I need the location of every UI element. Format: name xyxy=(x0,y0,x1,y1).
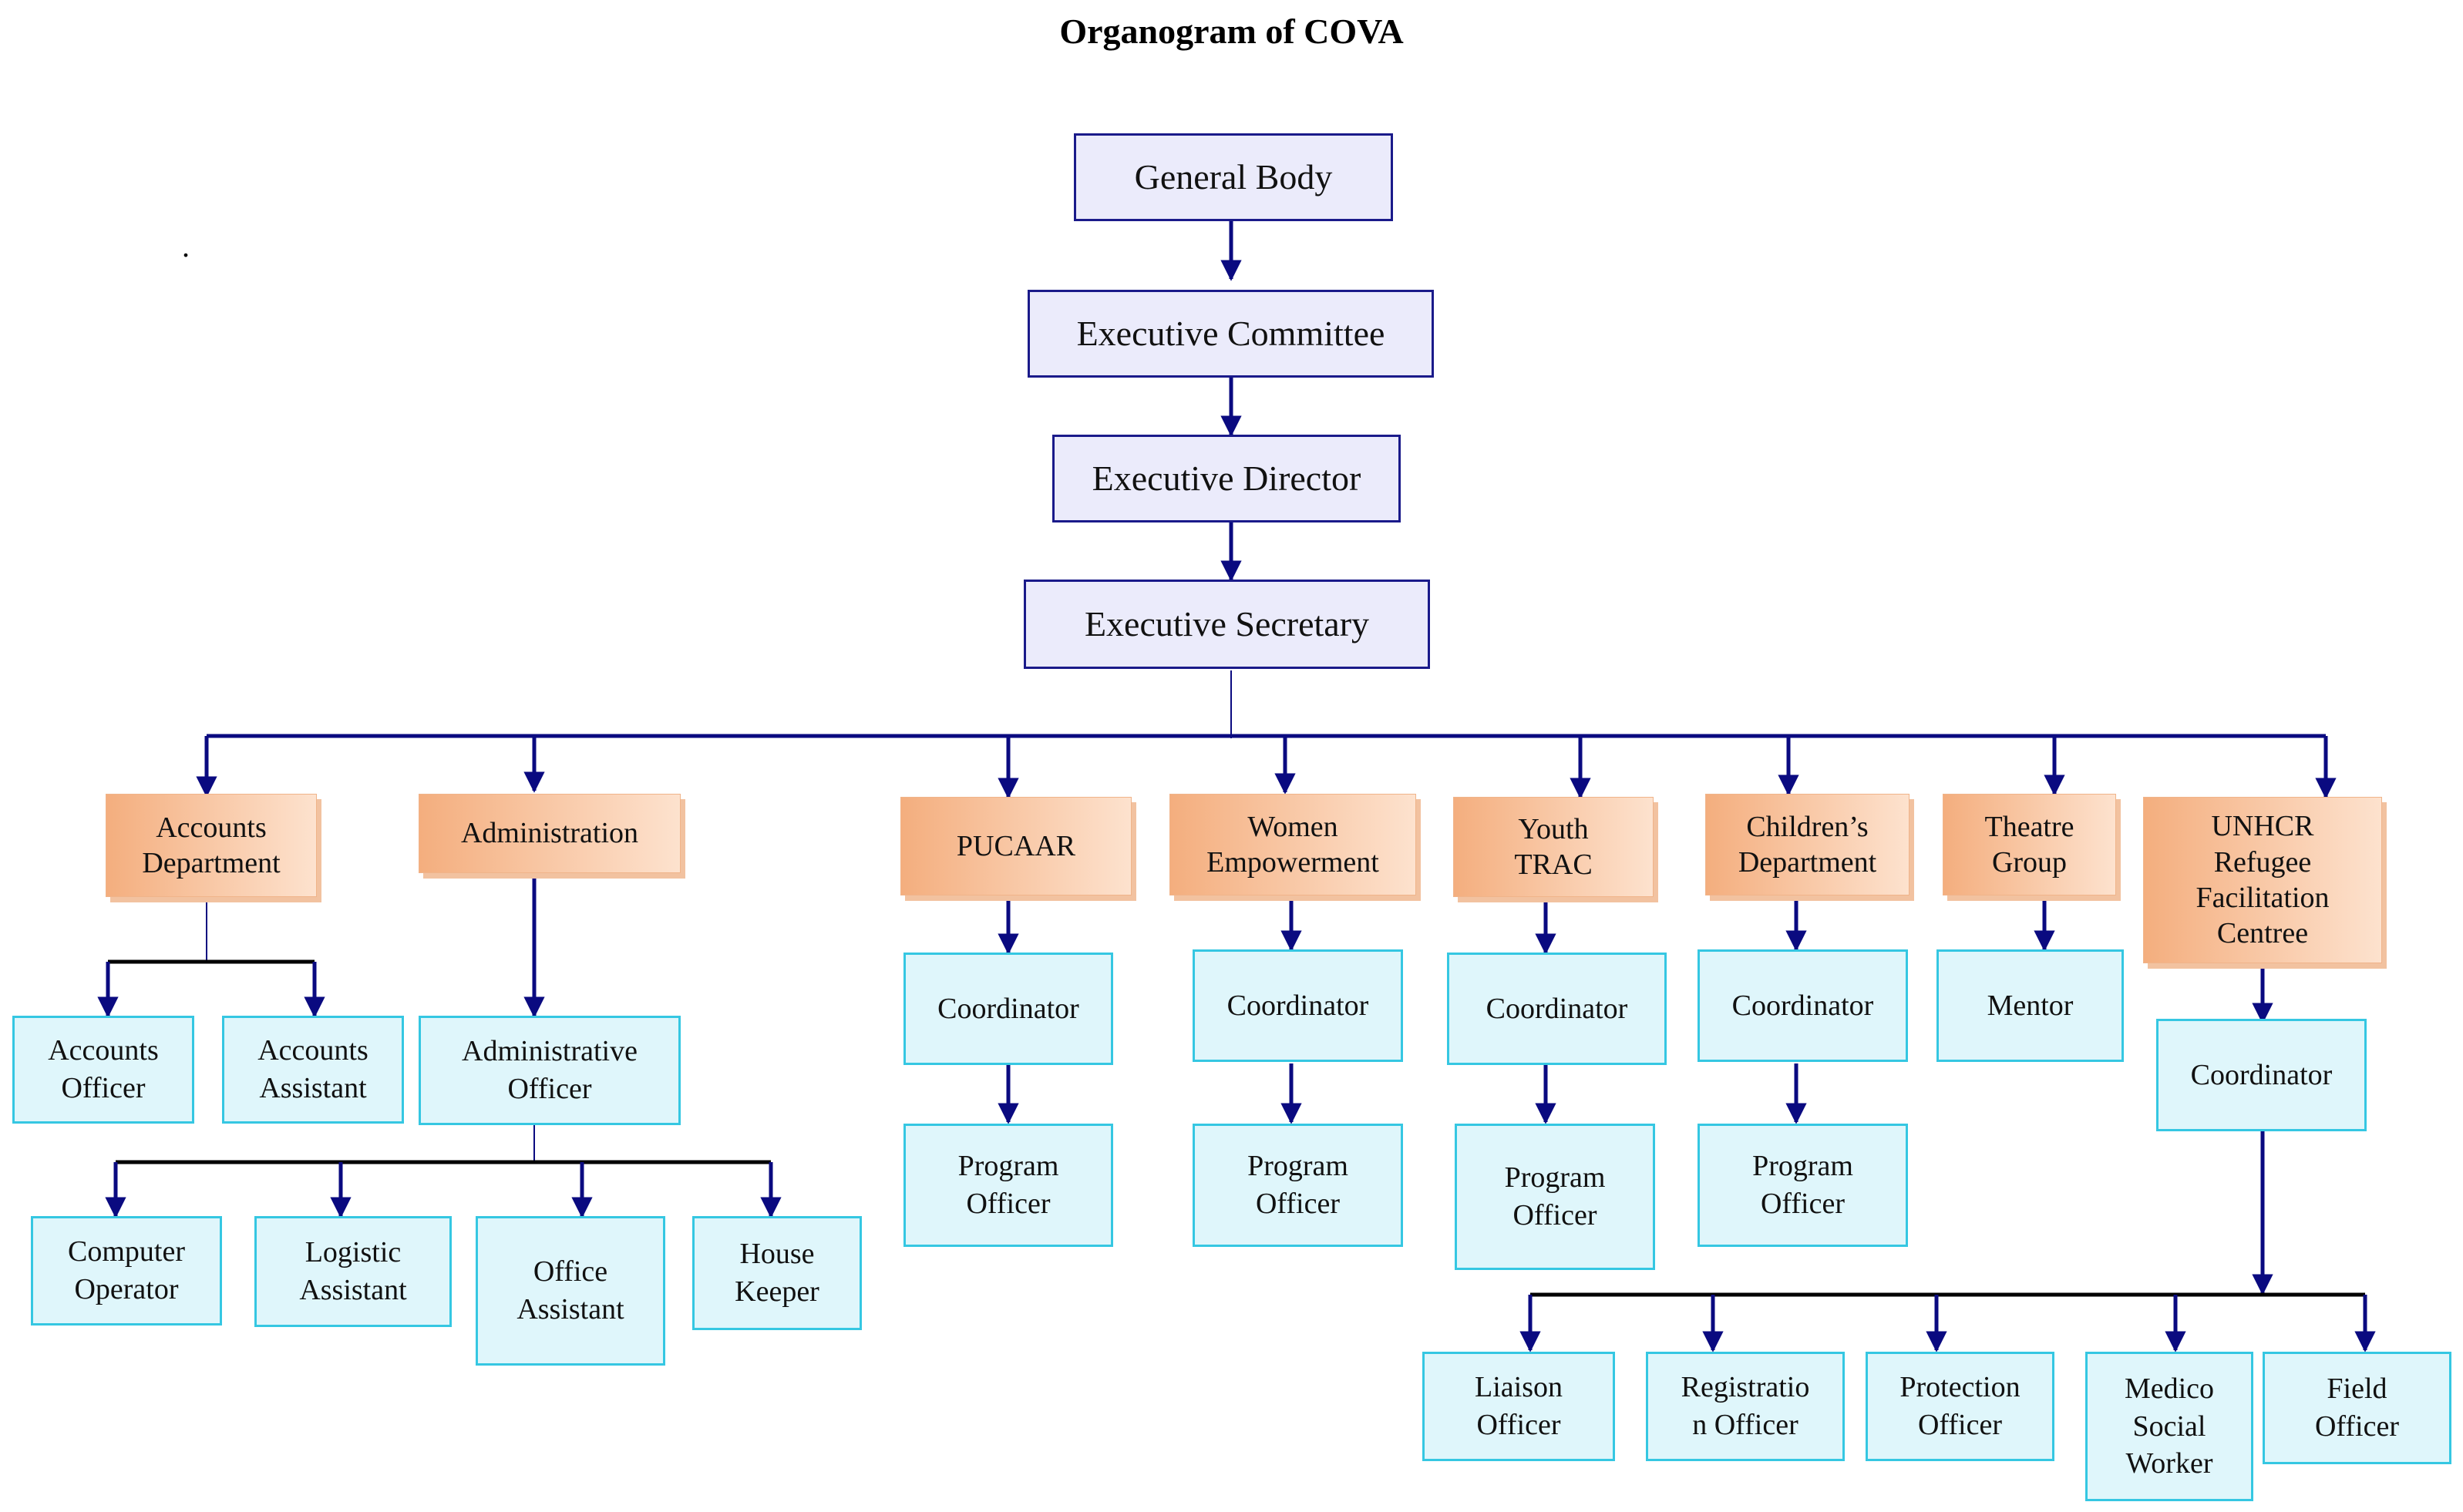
staff-protection-officer: Protection Officer xyxy=(1866,1352,2054,1461)
staff-pucaar-program-officer: Program Officer xyxy=(903,1124,1113,1247)
node-executive-director: Executive Director xyxy=(1052,435,1401,522)
staff-unhcr-coordinator: Coordinator xyxy=(2156,1019,2367,1131)
staff-medico-social-worker: Medico Social Worker xyxy=(2085,1352,2253,1501)
staff-pucaar-coordinator: Coordinator xyxy=(903,953,1113,1065)
staff-accounts-assistant: Accounts Assistant xyxy=(222,1016,404,1124)
staff-children-coordinator: Coordinator xyxy=(1698,949,1908,1062)
staff-house-keeper: House Keeper xyxy=(692,1216,862,1330)
staff-administrative-officer: Administrative Officer xyxy=(419,1016,681,1125)
dept-pucaar: PUCAAR xyxy=(900,797,1132,895)
staff-registration-officer: Registratio n Officer xyxy=(1646,1352,1845,1461)
dept-youth-trac: Youth TRAC xyxy=(1453,797,1654,897)
node-executive-secretary: Executive Secretary xyxy=(1024,580,1430,669)
dept-unhcr-refugee-facilitation-centre: UNHCR Refugee Facilitation Centree xyxy=(2143,797,2382,963)
stray-dot-mark: . xyxy=(182,229,190,264)
staff-liaison-officer: Liaison Officer xyxy=(1422,1352,1615,1461)
dept-childrens-department: Children’s Department xyxy=(1705,794,1909,895)
staff-youth-coordinator: Coordinator xyxy=(1447,953,1667,1065)
staff-children-program-officer: Program Officer xyxy=(1698,1124,1908,1247)
node-general-body: General Body xyxy=(1074,133,1393,221)
staff-women-coordinator: Coordinator xyxy=(1193,949,1403,1062)
staff-office-assistant: Office Assistant xyxy=(476,1216,665,1366)
node-executive-committee: Executive Committee xyxy=(1028,290,1434,378)
dept-administration: Administration xyxy=(419,794,681,873)
staff-field-officer: Field Officer xyxy=(2263,1352,2451,1464)
staff-theatre-mentor: Mentor xyxy=(1936,949,2124,1062)
dept-women-empowerment: Women Empowerment xyxy=(1169,794,1416,895)
dept-accounts-department: Accounts Department xyxy=(106,794,317,897)
staff-computer-operator: Computer Operator xyxy=(31,1216,222,1326)
chart-title: Organogram of COVA xyxy=(1059,12,1404,51)
staff-accounts-officer: Accounts Officer xyxy=(12,1016,194,1124)
staff-women-program-officer: Program Officer xyxy=(1193,1124,1403,1247)
staff-youth-program-officer: Program Officer xyxy=(1455,1124,1655,1270)
staff-logistic-assistant: Logistic Assistant xyxy=(254,1216,452,1327)
dept-theatre-group: Theatre Group xyxy=(1943,794,2116,895)
